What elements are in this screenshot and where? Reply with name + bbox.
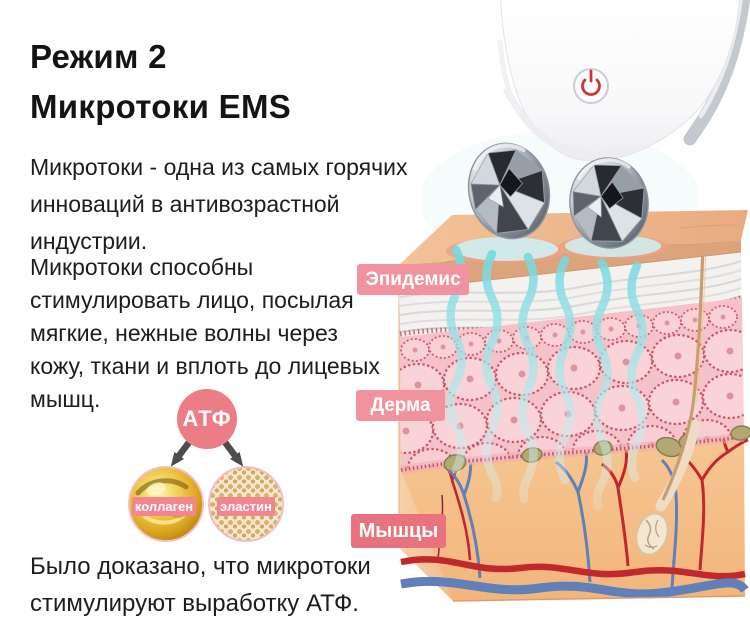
- atp-diagram-graphic: [128, 439, 284, 542]
- hair-follicle: [635, 246, 707, 556]
- paragraph-description: Микротоки способны стимулировать лицо, п…: [30, 254, 380, 412]
- arrow-right-icon: [221, 439, 244, 467]
- atp-diagram: АТФ коллаген эластин: [120, 385, 310, 553]
- page-subtitle: Микротоки EMS: [30, 88, 292, 125]
- arrow-left-icon: [170, 439, 193, 467]
- collagen-label: коллаген: [132, 497, 196, 516]
- label-muscles: Мышцы: [351, 514, 446, 548]
- blood-vessels: [400, 427, 749, 599]
- label-epidermis: Эпидемис: [357, 264, 469, 295]
- label-dermis: Дерма: [356, 390, 445, 421]
- device-body: [497, 0, 741, 162]
- skin-and-device-illustration: [398, 0, 750, 602]
- paragraph-intro: Микротоки - одна из самых горячих иннова…: [30, 154, 408, 254]
- microcurrent-waves: [446, 245, 647, 512]
- paragraph-conclusion: Было доказано, что микротоки стимулируют…: [30, 553, 371, 617]
- subcutis-layer: [400, 427, 749, 601]
- page-title: Режим 2: [30, 38, 167, 75]
- atp-node: АТФ: [177, 389, 237, 449]
- ems-device: [456, 0, 750, 254]
- elastin-label: эластин: [217, 497, 275, 516]
- power-icon: [573, 68, 609, 104]
- arrow-icons: [170, 439, 244, 467]
